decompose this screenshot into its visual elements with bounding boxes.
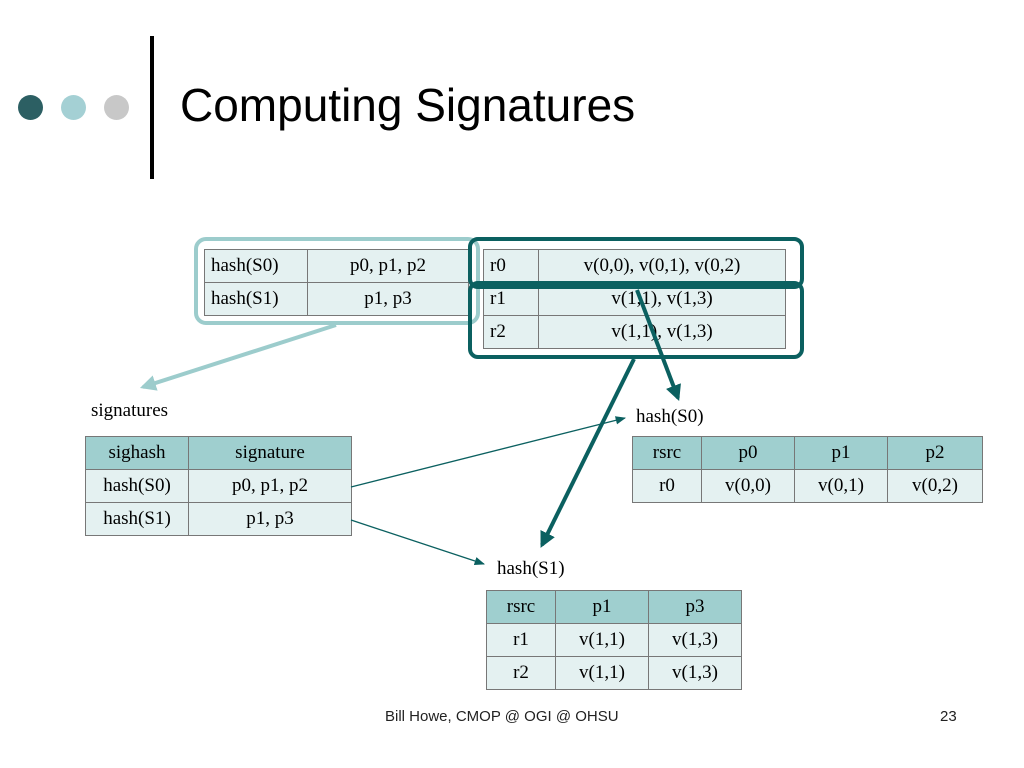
- table-cell: v(0,0): [701, 469, 795, 503]
- table-cell: v(0,2): [887, 469, 983, 503]
- table-cell: p1, p3: [188, 502, 352, 536]
- column-header: p1: [794, 436, 888, 470]
- hash-s1-table: rsrc p1 p3 r1 v(1,1) v(1,3) r2 v(1,1) v(…: [486, 590, 742, 690]
- column-header: sighash: [85, 436, 189, 470]
- title-bullet-gray: [104, 95, 129, 120]
- table-cell: r2: [486, 656, 556, 690]
- table-cell: r0: [632, 469, 702, 503]
- light-highlight-box: [194, 237, 480, 325]
- row-values-table: r0 v(0,0), v(0,1), v(0,2) r1 v(1,1), v(1…: [483, 249, 786, 349]
- table-cell: v(1,1), v(1,3): [538, 315, 786, 349]
- dark-highlight-box-r1-r2: [468, 281, 804, 359]
- signatures-label: signatures: [91, 400, 169, 421]
- hash-s0-table: rsrc p0 p1 p2 r0 v(0,0) v(0,1) v(0,2): [632, 436, 983, 503]
- slide-title: Computing Signatures: [180, 79, 636, 131]
- signatures-table: sighash signature hash(S0) p0, p1, p2 ha…: [85, 436, 352, 536]
- arrow-to-signatures: [139, 323, 337, 391]
- table-row: r2 v(1,1) v(1,3): [486, 656, 742, 690]
- table-row: r2 v(1,1), v(1,3): [483, 315, 786, 349]
- table-row: r0 v(0,0) v(0,1) v(0,2): [632, 469, 983, 503]
- table-header-row: rsrc p1 p3: [486, 590, 742, 624]
- arrow-to-hash-s0-table: [635, 289, 681, 401]
- table-row: hash(S1) p1, p3: [85, 502, 352, 536]
- title-bullet-light: [61, 95, 86, 120]
- hash-s1-label: hash(S1): [497, 558, 565, 579]
- table-cell: v(1,3): [648, 623, 742, 657]
- title-divider: [150, 36, 154, 179]
- table-cell: p1, p3: [307, 282, 469, 316]
- table-cell: r1: [486, 623, 556, 657]
- table-cell: r0: [483, 249, 539, 283]
- table-cell: v(1,1): [555, 656, 649, 690]
- footer-text: Bill Howe, CMOP @ OGI @ OHSU: [385, 708, 619, 725]
- signature-input-table: hash(S0) p0, p1, p2 hash(S1) p1, p3: [204, 249, 469, 316]
- table-header-row: rsrc p0 p1 p2: [632, 436, 983, 470]
- table-row: r0 v(0,0), v(0,1), v(0,2): [483, 249, 786, 283]
- column-header: p3: [648, 590, 742, 624]
- arrow-to-hash-s1-table: [540, 358, 636, 548]
- arrow-sig-s0: [350, 416, 627, 488]
- table-cell: v(0,0), v(0,1), v(0,2): [538, 249, 786, 283]
- dark-highlight-box-r0: [468, 237, 804, 289]
- table-cell: hash(S0): [85, 469, 189, 503]
- arrow-sig-s1: [350, 519, 485, 566]
- title-bullet-dark: [18, 95, 43, 120]
- page-number: 23: [940, 708, 957, 725]
- table-row: r1 v(1,1) v(1,3): [486, 623, 742, 657]
- table-row: hash(S1) p1, p3: [204, 282, 469, 316]
- column-header: rsrc: [486, 590, 556, 624]
- column-header: signature: [188, 436, 352, 470]
- column-header: p0: [701, 436, 795, 470]
- table-cell: v(0,1): [794, 469, 888, 503]
- table-cell: p0, p1, p2: [188, 469, 352, 503]
- table-header-row: sighash signature: [85, 436, 352, 470]
- table-cell: v(1,3): [648, 656, 742, 690]
- column-header: rsrc: [632, 436, 702, 470]
- table-cell: hash(S0): [204, 249, 308, 283]
- table-row: hash(S0) p0, p1, p2: [204, 249, 469, 283]
- table-cell: p0, p1, p2: [307, 249, 469, 283]
- table-row: hash(S0) p0, p1, p2: [85, 469, 352, 503]
- table-cell: r2: [483, 315, 539, 349]
- table-cell: hash(S1): [204, 282, 308, 316]
- hash-s0-label: hash(S0): [636, 406, 704, 427]
